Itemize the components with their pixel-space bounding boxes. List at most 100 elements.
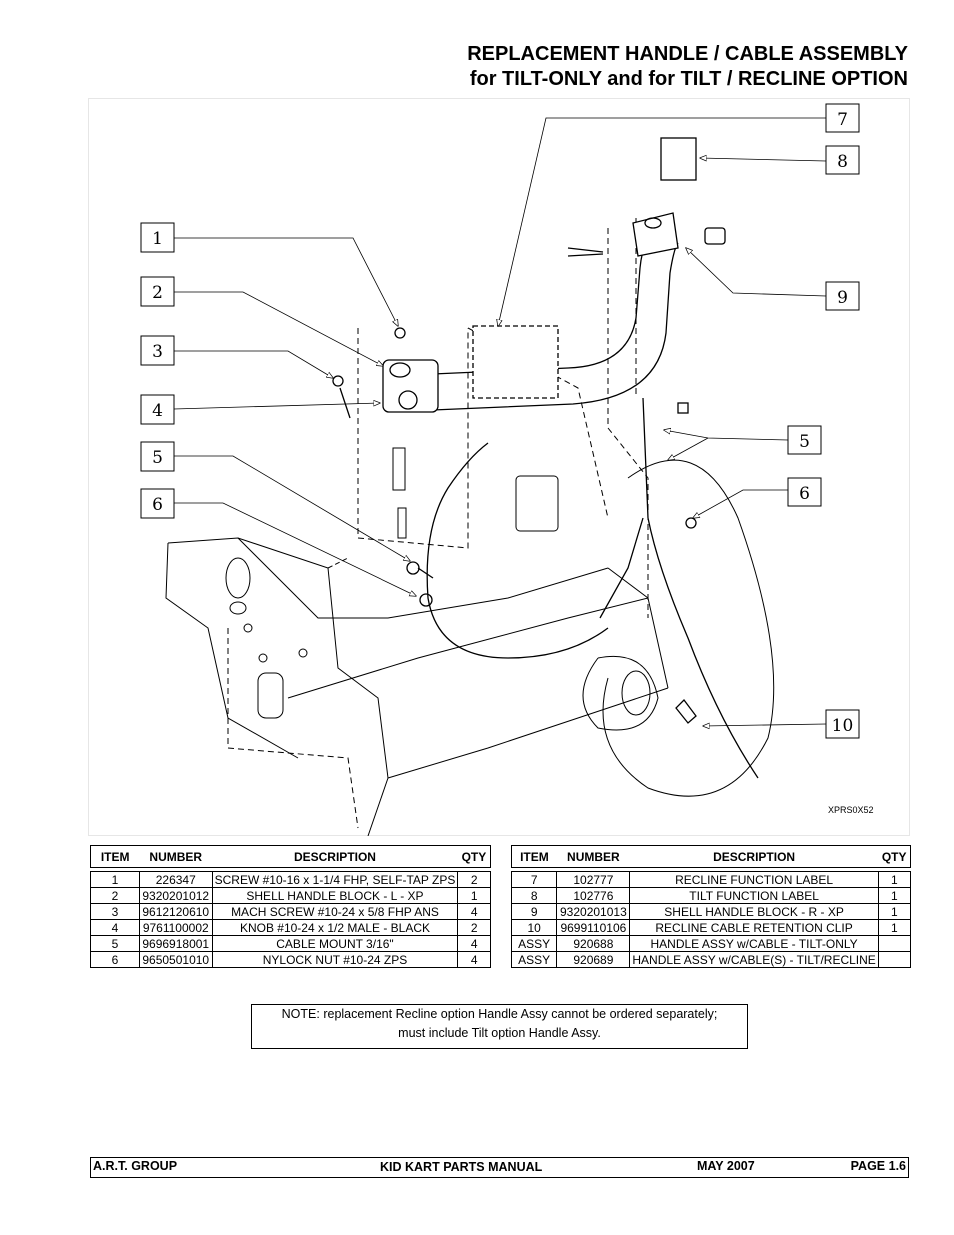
- cell-description: KNOB #10-24 x 1/2 MALE - BLACK: [211, 919, 459, 936]
- callout-9: 9: [825, 281, 860, 311]
- cell-description: MACH SCREW #10-24 x 5/8 FHP ANS: [211, 903, 459, 920]
- cell-qty: 2: [457, 871, 491, 888]
- callout-label: 1: [152, 229, 163, 249]
- col-item: ITEM: [520, 849, 549, 864]
- note-box: NOTE: replacement Recline option Handle …: [251, 1004, 748, 1049]
- cell-qty: 4: [457, 951, 491, 968]
- col-number: NUMBER: [567, 849, 620, 864]
- note-line-1: NOTE: replacement Recline option Handle …: [281, 1007, 718, 1021]
- col-number: NUMBER: [149, 849, 203, 864]
- cell-qty: 1: [877, 919, 912, 936]
- cell-number: 920689: [556, 951, 631, 968]
- cell-number: 920688: [556, 935, 631, 952]
- cell-number: 226347: [138, 871, 213, 888]
- page-title: REPLACEMENT HANDLE / CABLE ASSEMBLY: [467, 43, 908, 65]
- cell-number: 9320201012: [138, 887, 213, 904]
- callout-label: 5: [152, 448, 163, 468]
- page-subtitle: for TILT-ONLY and for TILT / RECLINE OPT…: [469, 68, 908, 90]
- cell-qty: 1: [457, 887, 491, 904]
- col-description: DESCRIPTION: [293, 849, 376, 864]
- cell-number: 102777: [556, 871, 631, 888]
- callout-label: 8: [837, 152, 848, 172]
- page-footer: A.R.T. GROUP KID KART PARTS MANUAL MAY 2…: [90, 1157, 909, 1178]
- exploded-parts-drawing: 1 2 3 4 5 6 7 8 9 5 6 10 XPRS0X52: [88, 98, 910, 836]
- callout-label: 3: [152, 342, 163, 362]
- handle-assembly: [332, 137, 759, 779]
- cell-qty: [877, 935, 912, 952]
- cell-qty: 1: [877, 903, 912, 920]
- cell-qty: 1: [877, 887, 912, 904]
- cell-item: ASSY: [510, 935, 558, 952]
- col-qty: QTY: [461, 849, 487, 864]
- cell-description: SCREW #10-16 x 1-1/4 FHP, SELF-TAP ZPS: [211, 871, 459, 888]
- col-qty: QTY: [881, 849, 907, 864]
- cell-description: RECLINE CABLE RETENTION CLIP: [629, 919, 879, 936]
- cell-description: SHELL HANDLE BLOCK - L - XP: [211, 887, 459, 904]
- callout-label: 10: [832, 716, 854, 736]
- callout-label: 7: [837, 110, 848, 130]
- cell-number: 9699110106: [556, 919, 631, 936]
- seat-shell-outline: [165, 218, 775, 836]
- cell-description: HANDLE ASSY w/CABLE - TILT-ONLY: [629, 935, 879, 952]
- callout-label: 4: [152, 401, 163, 421]
- cell-item: 9: [510, 903, 558, 920]
- cell-item: 1: [90, 871, 140, 888]
- cell-qty: 4: [457, 903, 491, 920]
- cell-item: 6: [90, 951, 140, 968]
- cell-description: SHELL HANDLE BLOCK - R - XP: [629, 903, 879, 920]
- cell-number: 9612120610: [138, 903, 213, 920]
- callout-2: 2: [140, 276, 175, 307]
- callout-leader-lines: [173, 117, 827, 726]
- callout-10: 10: [825, 709, 860, 739]
- cell-description: RECLINE FUNCTION LABEL: [629, 871, 879, 888]
- cell-qty: 1: [877, 871, 912, 888]
- callout-label: 6: [152, 495, 163, 515]
- callout-1: 1: [140, 222, 175, 253]
- callout-label: 6: [799, 484, 810, 504]
- cell-item: 7: [510, 871, 558, 888]
- note-line-2: must include Tilt option Handle Assy.: [398, 1026, 601, 1040]
- col-description: DESCRIPTION: [713, 849, 796, 864]
- cell-qty: [877, 951, 912, 968]
- cell-item: 8: [510, 887, 558, 904]
- footer-manual-title: KID KART PARTS MANUAL: [380, 1160, 543, 1174]
- cell-number: 9696918001: [138, 935, 213, 952]
- drawing-code: XPRS0X52: [828, 805, 874, 815]
- callout-3: 3: [140, 335, 175, 366]
- cell-number: 102776: [556, 887, 631, 904]
- footer-page-number: PAGE 1.6: [850, 1159, 906, 1173]
- footer-company: A.R.T. GROUP: [93, 1159, 178, 1173]
- callout-5-right: 5: [787, 425, 822, 455]
- callout-4: 4: [140, 394, 175, 425]
- cell-description: HANDLE ASSY w/CABLE(S) - TILT/RECLINE: [629, 951, 879, 968]
- cell-number: 9650501010: [138, 951, 213, 968]
- cell-item: 3: [90, 903, 140, 920]
- callout-6: 6: [140, 488, 175, 519]
- callout-boxes: 1 2 3 4 5 6 7 8 9 5 6 10: [140, 103, 860, 739]
- cell-description: TILT FUNCTION LABEL: [629, 887, 879, 904]
- cell-qty: 2: [457, 919, 491, 936]
- footer-date: MAY 2007: [697, 1159, 755, 1173]
- callout-8: 8: [825, 145, 860, 175]
- cell-description: NYLOCK NUT #10-24 ZPS: [211, 951, 459, 968]
- cell-item: 4: [90, 919, 140, 936]
- col-item: ITEM: [100, 849, 130, 864]
- callout-label: 9: [837, 288, 848, 308]
- cell-item: ASSY: [510, 951, 558, 968]
- cell-number: 9320201013: [556, 903, 631, 920]
- callout-7: 7: [825, 103, 860, 133]
- cell-item: 5: [90, 935, 140, 952]
